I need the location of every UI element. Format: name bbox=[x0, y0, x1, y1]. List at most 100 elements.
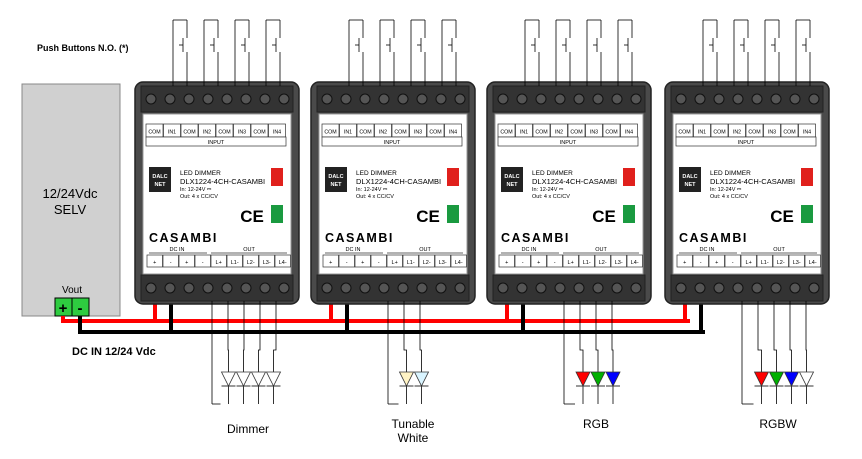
output-terminal-label: L3- bbox=[439, 260, 447, 266]
output-terminal-label: + bbox=[361, 260, 364, 266]
spec-output: Out: 4 x CC/CV bbox=[180, 194, 218, 200]
screw-icon bbox=[202, 282, 214, 294]
negative-bus-wire bbox=[78, 316, 705, 334]
dc-in-terminal-label: DC IN bbox=[522, 247, 537, 253]
input-label: INPUT bbox=[560, 140, 577, 146]
output-terminal-label: - bbox=[732, 260, 734, 266]
output-terminal-label: L1- bbox=[761, 260, 769, 266]
screw-icon bbox=[789, 282, 801, 294]
screw-icon bbox=[592, 282, 604, 294]
status-red-indicator bbox=[447, 168, 459, 186]
led-diode-icon bbox=[590, 371, 606, 387]
screw-icon bbox=[278, 93, 290, 105]
screw-icon bbox=[359, 93, 371, 105]
power-supply-voltage: 12/24Vdc bbox=[42, 186, 98, 201]
output-terminal-box bbox=[194, 254, 211, 268]
screw-icon bbox=[202, 93, 214, 105]
screw-icon bbox=[221, 93, 233, 105]
input-terminal-label: COM bbox=[148, 130, 160, 136]
input-terminal-label: IN2 bbox=[379, 130, 387, 136]
dali-logo bbox=[501, 167, 523, 192]
input-terminal-label: COM bbox=[570, 130, 582, 136]
output-terminal-box bbox=[756, 254, 773, 268]
output-terminal-label: - bbox=[346, 260, 348, 266]
dali-logo-text: DALC bbox=[328, 174, 343, 180]
out-terminal-label: OUT bbox=[419, 247, 431, 253]
screw-icon bbox=[732, 282, 744, 294]
ce-mark: CE bbox=[770, 207, 794, 226]
input-label: INPUT bbox=[738, 140, 755, 146]
input-bar bbox=[497, 136, 639, 147]
dc-in-terminal-label: DC IN bbox=[346, 247, 361, 253]
input-terminal-label: IN2 bbox=[733, 130, 741, 136]
output-terminal-label: + bbox=[715, 260, 718, 266]
screw-icon bbox=[611, 93, 623, 105]
screw-icon bbox=[340, 93, 352, 105]
ce-mark: CE bbox=[416, 207, 440, 226]
input-terminal-label: COM bbox=[429, 130, 441, 136]
screw-icon bbox=[145, 282, 157, 294]
input-terminal-label: IN2 bbox=[555, 130, 563, 136]
output-terminal-box bbox=[370, 254, 387, 268]
screw-icon bbox=[751, 93, 763, 105]
screw-icon bbox=[340, 282, 352, 294]
output-terminal-label: L2- bbox=[423, 260, 431, 266]
input-label: INPUT bbox=[208, 140, 225, 146]
input-terminal-label: COM bbox=[394, 130, 406, 136]
spec-output: Out: 4 x CC/CV bbox=[356, 194, 394, 200]
status-green-indicator bbox=[623, 205, 635, 223]
input-terminal-label: COM bbox=[713, 130, 725, 136]
spec-input: In: 12-24V ⎓ bbox=[710, 187, 742, 193]
screw-icon bbox=[378, 282, 390, 294]
output-terminal-label: + bbox=[329, 260, 332, 266]
product-model: DLX1224-4CH-CASAMBI bbox=[356, 177, 441, 186]
led-channel-wire bbox=[243, 301, 245, 372]
screw-icon bbox=[516, 282, 528, 294]
product-model: DLX1224-4CH-CASAMBI bbox=[710, 177, 795, 186]
product-name: LED DIMMER bbox=[356, 170, 397, 177]
vout-plus: + bbox=[59, 300, 68, 317]
screw-icon bbox=[751, 282, 763, 294]
output-terminal-label: L+ bbox=[746, 260, 752, 266]
input-terminal-label: IN3 bbox=[238, 130, 246, 136]
output-terminal-label: + bbox=[505, 260, 508, 266]
dali-logo-text: NET bbox=[331, 182, 343, 188]
group-label-rgbw: RGBW bbox=[759, 417, 797, 431]
output-terminal-box bbox=[740, 254, 757, 268]
dali-logo-text: NET bbox=[155, 182, 167, 188]
dali-logo-text: DALC bbox=[682, 174, 697, 180]
input-terminal-label: IN1 bbox=[698, 130, 706, 136]
led-diode-icon bbox=[220, 371, 237, 387]
power-supply-title: 12/24Vdc SELV bbox=[24, 186, 116, 218]
led-diode-icon bbox=[798, 371, 815, 387]
screw-icon bbox=[573, 282, 585, 294]
input-terminal-label: IN3 bbox=[414, 130, 422, 136]
screw-icon bbox=[694, 282, 706, 294]
input-terminal-label: COM bbox=[324, 130, 336, 136]
output-terminal-box bbox=[338, 254, 355, 268]
dali-logo bbox=[325, 167, 347, 192]
led-diode-icon bbox=[398, 371, 415, 387]
output-terminal-label: L+ bbox=[392, 260, 398, 266]
output-terminal-label: L4- bbox=[279, 260, 287, 266]
output-terminal-label: L2- bbox=[777, 260, 785, 266]
output-terminal-label: - bbox=[170, 260, 172, 266]
led-channel-wire bbox=[789, 301, 792, 372]
input-terminal-label: IN4 bbox=[625, 130, 633, 136]
output-terminal-label: - bbox=[700, 260, 702, 266]
output-terminal-label: L3- bbox=[793, 260, 801, 266]
screw-icon bbox=[611, 282, 623, 294]
spec-output: Out: 4 x CC/CV bbox=[710, 194, 748, 200]
output-terminal-box bbox=[450, 254, 467, 268]
led-diode-icon bbox=[265, 371, 282, 387]
status-red-indicator bbox=[623, 168, 635, 186]
screw-icon bbox=[397, 93, 409, 105]
output-terminal-label: - bbox=[522, 260, 524, 266]
spec-input: In: 12-24V ⎓ bbox=[180, 187, 212, 193]
output-terminal-label: L1- bbox=[583, 260, 591, 266]
screw-icon bbox=[694, 93, 706, 105]
power-supply-selv: SELV bbox=[53, 202, 87, 217]
screw-icon bbox=[497, 93, 509, 105]
screw-icon bbox=[240, 282, 252, 294]
